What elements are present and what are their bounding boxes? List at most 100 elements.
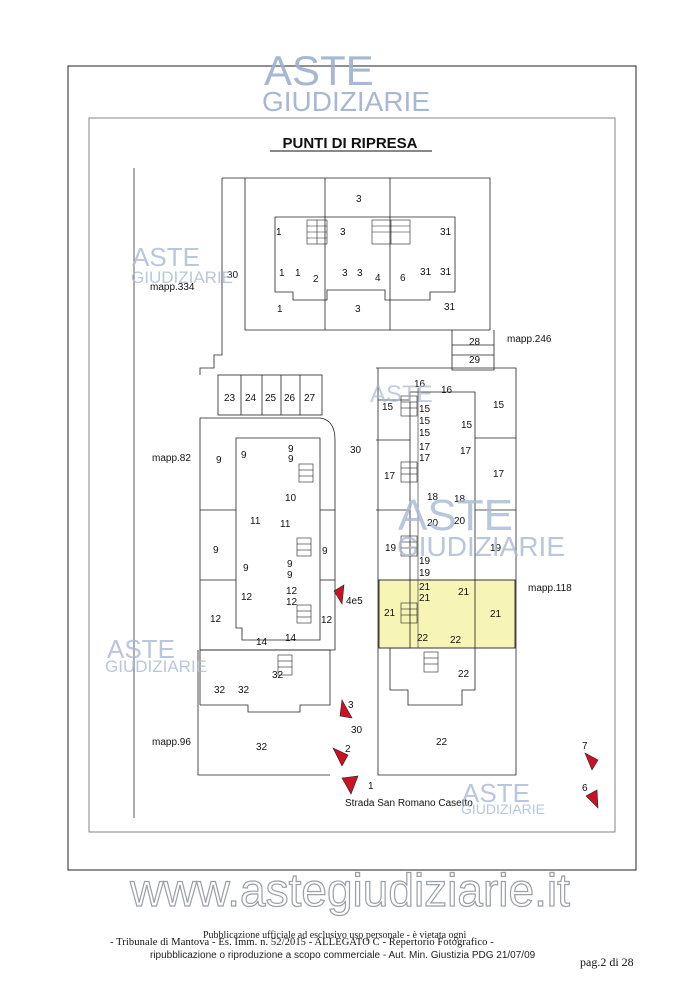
svg-text:9: 9 (216, 455, 222, 466)
svg-text:3: 3 (342, 268, 348, 279)
svg-text:21: 21 (419, 593, 431, 604)
svg-text:30: 30 (350, 445, 362, 456)
website-watermark: www.astegiudiziarie.it (129, 864, 570, 916)
svg-text:30: 30 (227, 270, 239, 281)
svg-text:11: 11 (280, 519, 291, 530)
svg-text:9: 9 (288, 444, 294, 455)
svg-text:15: 15 (419, 428, 431, 439)
court-reference: - Tribunale di Mantova - Es. Imm. n. 52/… (110, 937, 494, 948)
svg-text:3: 3 (356, 194, 362, 205)
svg-text:ASTE: ASTE (107, 634, 175, 664)
svg-text:15: 15 (419, 416, 431, 427)
svg-text:14: 14 (256, 637, 268, 648)
page-number: pag.2 di 28 (580, 955, 634, 969)
camera-point-7 (584, 752, 599, 771)
svg-text:17: 17 (493, 469, 505, 480)
publication-notice-line1: Pubblicazione ufficiale ad esclusivo uso… (203, 930, 467, 941)
watermark-center-small: ASTE (370, 381, 433, 408)
watermark-center: ASTE GIUDIZIARIE (397, 491, 565, 562)
svg-text:26: 26 (284, 393, 296, 404)
svg-text:25: 25 (265, 393, 277, 404)
svg-text:6: 6 (582, 783, 588, 794)
svg-text:7: 7 (582, 741, 588, 752)
parcel-82: mapp.82 (152, 453, 191, 464)
svg-text:21: 21 (384, 608, 396, 619)
svg-text:ASTE: ASTE (398, 491, 513, 540)
svg-text:12: 12 (241, 592, 253, 603)
svg-text:3: 3 (348, 700, 354, 711)
inner-frame (88, 117, 616, 833)
svg-text:21: 21 (490, 609, 502, 620)
unit-labels: 3 1 3 31 30 1 1 2 3 3 4 6 31 31 1 3 31 2… (210, 194, 505, 753)
svg-text:9: 9 (243, 563, 249, 574)
svg-text:2: 2 (313, 274, 319, 285)
svg-text:15: 15 (493, 400, 505, 411)
svg-text:28: 28 (469, 337, 481, 348)
svg-text:ASTE: ASTE (370, 381, 433, 408)
watermark-left: ASTE GIUDIZIARIE (131, 242, 233, 287)
svg-text:19: 19 (490, 543, 502, 554)
svg-text:3: 3 (357, 268, 363, 279)
svg-text:32: 32 (272, 670, 284, 681)
svg-text:16: 16 (441, 385, 453, 396)
svg-text:9: 9 (287, 570, 293, 581)
svg-text:20: 20 (427, 518, 439, 529)
svg-text:3: 3 (340, 227, 346, 238)
svg-text:12: 12 (321, 615, 333, 626)
svg-text:12: 12 (210, 614, 222, 625)
svg-text:18: 18 (427, 492, 439, 503)
svg-text:19: 19 (419, 568, 431, 579)
svg-text:ASTE: ASTE (264, 47, 374, 94)
svg-text:ASTE: ASTE (132, 242, 200, 272)
svg-text:9: 9 (241, 450, 247, 461)
parcel-96: mapp.96 (152, 737, 191, 748)
camera-point-4e5 (333, 584, 345, 605)
svg-text:16: 16 (414, 379, 426, 390)
svg-text:GIUDIZIARIE: GIUDIZIARIE (131, 268, 233, 287)
svg-text:20: 20 (454, 516, 466, 527)
svg-text:32: 32 (214, 685, 226, 696)
svg-text:19: 19 (419, 556, 431, 567)
camera-point-3 (339, 699, 353, 719)
svg-text:31: 31 (440, 227, 452, 238)
svg-text:22: 22 (417, 633, 429, 644)
svg-text:24: 24 (245, 393, 257, 404)
svg-text:2: 2 (345, 744, 351, 755)
camera-point-2 (332, 747, 349, 767)
watermark-top: ASTE GIUDIZIARIE (262, 47, 430, 117)
camera-point-1 (341, 775, 359, 795)
svg-text:22: 22 (458, 669, 470, 680)
svg-text:21: 21 (458, 587, 470, 598)
svg-text:12: 12 (286, 597, 298, 608)
svg-text:GIUDIZIARIE: GIUDIZIARIE (105, 657, 207, 676)
svg-text:23: 23 (224, 393, 236, 404)
svg-text:9: 9 (213, 545, 219, 556)
highlighted-unit (378, 579, 516, 649)
svg-text:32: 32 (256, 742, 268, 753)
svg-text:9: 9 (322, 546, 328, 557)
svg-text:4e5: 4e5 (346, 596, 363, 607)
svg-text:GIUDIZIARIE: GIUDIZIARIE (461, 801, 545, 817)
svg-text:17: 17 (419, 442, 431, 453)
svg-text:31: 31 (440, 267, 452, 278)
svg-text:GIUDIZIARIE: GIUDIZIARIE (262, 86, 430, 117)
svg-text:ASTE: ASTE (462, 778, 530, 808)
svg-text:9: 9 (288, 454, 294, 465)
svg-text:29: 29 (469, 355, 481, 366)
watermark-lower-left: ASTE GIUDIZIARIE (105, 634, 207, 676)
building-outlines (197, 177, 517, 776)
camera-markers (332, 584, 599, 809)
parcel-334: mapp.334 (150, 282, 195, 293)
svg-text:31: 31 (420, 267, 432, 278)
camera-labels: 4e5 3 2 1 7 6 (345, 596, 588, 794)
parcel-118: mapp.118 (528, 583, 572, 594)
svg-text:1: 1 (279, 268, 285, 279)
publication-notice-line2: ripubblicazione o riproduzione a scopo c… (150, 950, 536, 961)
svg-text:21: 21 (419, 582, 431, 593)
svg-text:3: 3 (355, 304, 361, 315)
svg-text:15: 15 (461, 420, 473, 431)
parcel-labels: mapp.334 mapp.246 mapp.82 mapp.118 mapp.… (150, 282, 572, 809)
street-name: Strada San Romano Casetto (345, 798, 473, 809)
watermark-bottom-right: ASTE GIUDIZIARIE (461, 778, 545, 817)
